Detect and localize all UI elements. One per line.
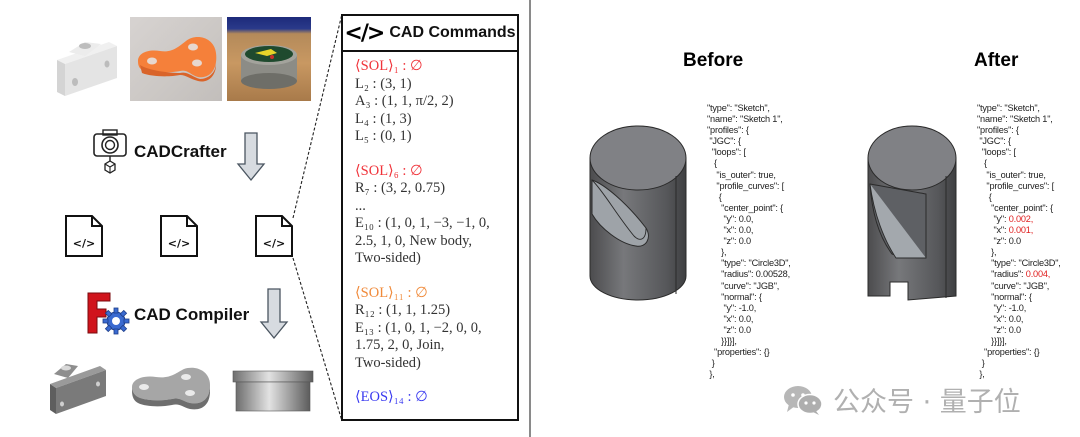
command-line-5: L₅ : (0, 1) — [355, 128, 412, 144]
command-arc-3: A₃ : (1, 1, π/2, 2) — [355, 93, 454, 109]
command-sol-11: ⟨SOL⟩₁₁ : ∅ — [355, 284, 428, 301]
cad-commands-panel: </> CAD Commands ⟨SOL⟩₁ : ∅ L₂ : (3, 1) … — [341, 14, 519, 421]
code-file-icon: </> — [160, 215, 198, 257]
svg-text:</>: </> — [168, 237, 190, 250]
wechat-icon — [784, 385, 823, 415]
command-sol-6: ⟨SOL⟩₆ : ∅ — [355, 162, 423, 179]
command-eos-14: ⟨EOS⟩₁₄ : ∅ — [355, 389, 428, 405]
command-extrude-13: E₁₃ : (1, 0, 1, −2, 0, 0, — [355, 319, 482, 336]
panel-divider — [529, 0, 531, 437]
command-ellipsis: ... — [355, 197, 366, 214]
down-arrow-icon — [259, 288, 289, 340]
pipeline-panel: CADCrafter </> </> </> — [0, 0, 343, 437]
cad-commands-list: ⟨SOL⟩₁ : ∅ L₂ : (3, 1) A₃ : (1, 1, π/2, … — [343, 52, 517, 407]
after-title: After — [974, 50, 1019, 71]
before-title: Before — [683, 50, 744, 71]
command-rect-12: R₁₂ : (1, 1, 1.25) — [355, 302, 451, 318]
cad-compiler-label: CAD Compiler — [134, 305, 250, 324]
command-sol-1: ⟨SOL⟩₁ : ∅ — [355, 58, 423, 74]
bracket-render-image — [57, 42, 117, 96]
code-file-icon: </> — [255, 215, 293, 257]
after-radius-value: 0.004, — [1025, 269, 1051, 280]
svg-text:</>: </> — [263, 237, 285, 250]
freecad-gear-icon — [87, 292, 130, 335]
command-line-4: L₄ : (1, 3) — [355, 110, 412, 127]
cadcrafter-label: CADCrafter — [134, 142, 227, 161]
watermark-text: 公众号 · 量子位 — [833, 387, 1021, 418]
svg-text:</>: </> — [73, 237, 95, 250]
before-cylinder-model — [589, 125, 687, 301]
command-extrude-10-end: Two-sided) — [355, 250, 421, 266]
command-extrude-13-end: Two-sided) — [355, 354, 421, 371]
command-line-2: L₂ : (3, 1) — [355, 75, 412, 92]
cylindrical-cap-model — [232, 370, 314, 412]
cad-commands-header: </> CAD Commands — [343, 16, 517, 52]
orange-part-photo — [130, 17, 222, 101]
code-brackets-icon: </> — [344, 20, 385, 46]
after-center-x-value: 0.001, — [1008, 225, 1034, 236]
after-cylinder-model — [867, 125, 957, 301]
command-extrude-10-cont: 2.5, 1, 0, New body, — [355, 232, 473, 249]
code-file-icon: </> — [65, 215, 103, 257]
down-arrow-icon — [236, 132, 266, 182]
bracket-model — [50, 364, 106, 414]
command-rect-7: R₇ : (3, 2, 0.75) — [355, 180, 446, 196]
after-json-code: "type": "Sketch", "name": "Sketch 1", "p… — [977, 103, 1061, 380]
zoom-connector-lines — [292, 13, 343, 422]
after-center-y-value: 0.002, — [1008, 213, 1034, 224]
camera-cube-icon — [93, 129, 127, 174]
wechat-watermark: 公众号 · 量子位 — [783, 380, 1021, 419]
cad-commands-title: CAD Commands — [389, 24, 516, 41]
command-extrude-10: E₁₀ : (1, 0, 1, −3, −1, 0, — [355, 215, 490, 231]
before-json-code: "type": "Sketch", "name": "Sketch 1", "p… — [707, 103, 791, 380]
command-extrude-13-cont: 1.75, 2, 0, Join, — [355, 337, 445, 353]
flat-plate-model — [132, 367, 210, 410]
metal-tin-photo — [227, 17, 311, 101]
